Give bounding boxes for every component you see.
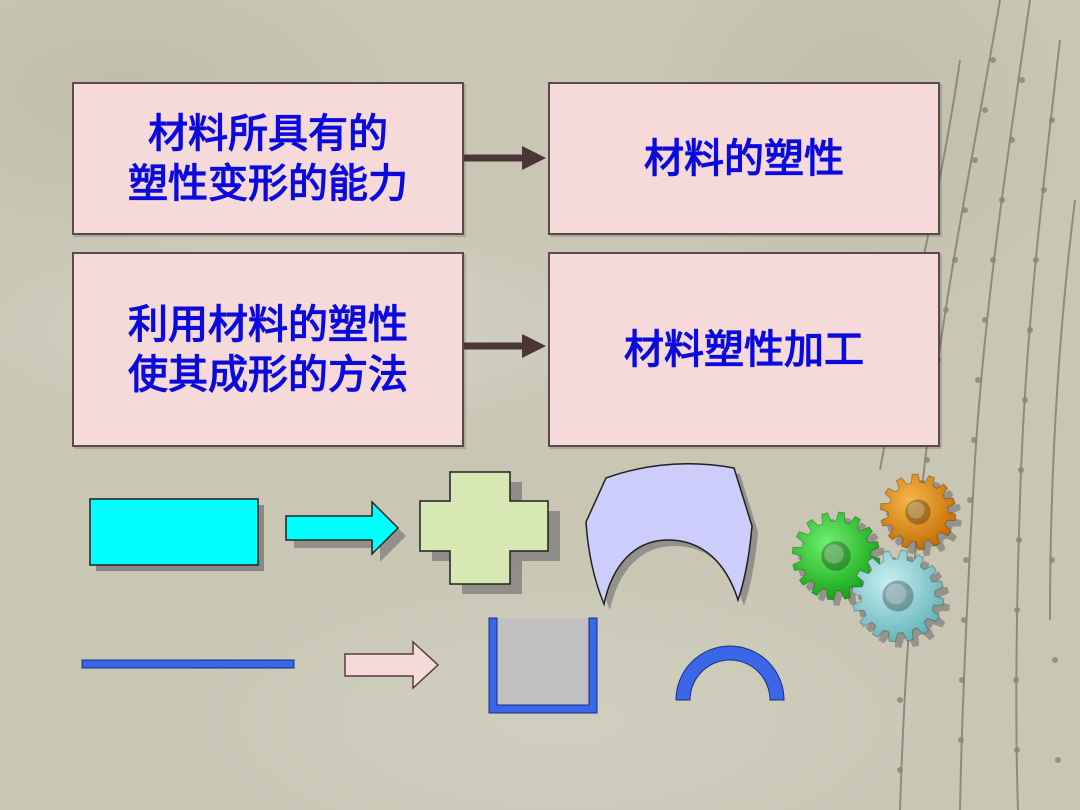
u-channel-shape <box>488 617 598 714</box>
term-box-plastic-processing: 材料塑性加工 <box>548 252 940 447</box>
box-text-line: 材料的塑性 <box>644 135 844 182</box>
box-text-line: 使其成形的方法 <box>128 351 408 398</box>
flat-bar-shape <box>81 659 295 669</box>
cross-shape <box>419 471 549 585</box>
box-text-line: 塑性变形的能力 <box>128 160 408 207</box>
definition-box-plasticity-ability: 材料所具有的 塑性变形的能力 <box>72 82 464 235</box>
cup-fill-shape <box>496 618 590 706</box>
arch-shape <box>675 645 785 701</box>
box-text-line: 材料塑性加工 <box>624 326 864 373</box>
pink-arrow-shape <box>344 640 440 690</box>
connector-arrow-row-1 <box>464 146 546 170</box>
orange-gear-icon <box>879 473 962 556</box>
curved-shape <box>585 463 753 607</box>
cyan-arrow-shape <box>285 500 400 556</box>
green-gear-icon <box>791 511 886 606</box>
box-text-line: 利用材料的塑性 <box>128 301 408 348</box>
connector-arrow-row-2 <box>464 334 546 358</box>
box-text-line: 材料所具有的 <box>148 110 388 157</box>
definition-box-forming-method: 利用材料的塑性 使其成形的方法 <box>72 252 464 447</box>
teal-gear-icon <box>851 549 950 648</box>
cyan-block-shape <box>89 498 259 566</box>
term-box-material-plasticity: 材料的塑性 <box>548 82 940 235</box>
